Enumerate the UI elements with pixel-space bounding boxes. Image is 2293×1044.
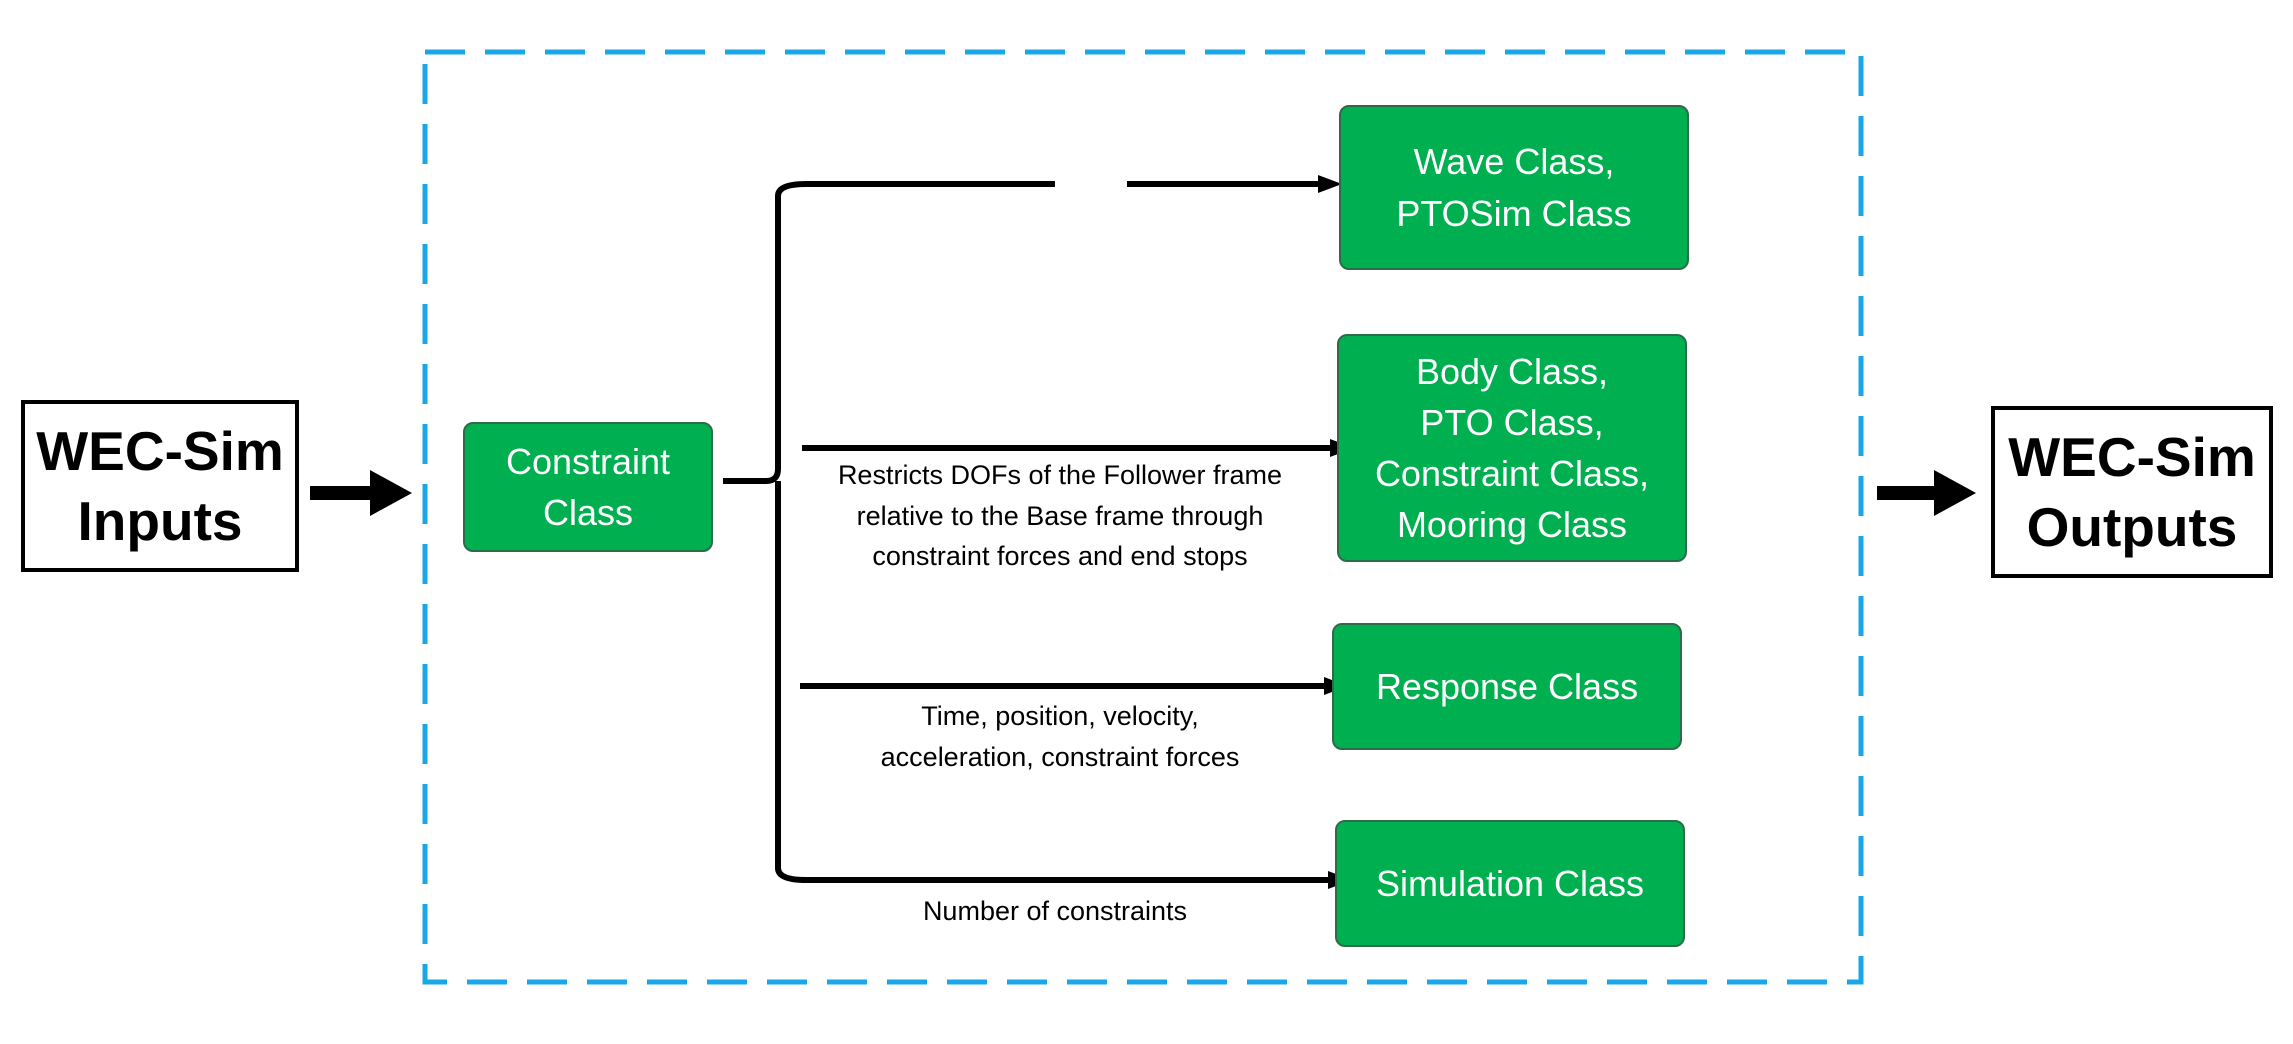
edge-label-response-outputs: Time, position, velocity, acceleration, … — [880, 701, 1240, 772]
arrow-to-wave-class — [805, 175, 1342, 193]
arrow-to-response-class — [800, 677, 1348, 695]
body-pto-constraint-mooring-class-node: Body Class, PTO Class, Constraint Class,… — [1337, 334, 1687, 562]
arrow-to-simulation-class — [806, 871, 1352, 889]
output-arrow — [1877, 470, 1976, 516]
input-arrow — [310, 470, 412, 516]
wec-sim-outputs-box: WEC-Sim Outputs — [1991, 406, 2273, 578]
edge-label-restricts-dofs: Restricts DOFs of the Follower frame rel… — [837, 460, 1283, 571]
simulation-class-node: Simulation Class — [1335, 820, 1685, 947]
edge-label-number-of-constraints: Number of constraints — [922, 896, 1188, 926]
wec-sim-inputs-box: WEC-Sim Inputs — [21, 400, 299, 572]
constraint-brace — [723, 181, 807, 883]
wave-ptosim-class-node: Wave Class, PTOSim Class — [1339, 105, 1689, 270]
response-class-node: Response Class — [1332, 623, 1682, 750]
dashed-container — [422, 49, 1864, 985]
constraint-class-node: Constraint Class — [463, 422, 713, 552]
